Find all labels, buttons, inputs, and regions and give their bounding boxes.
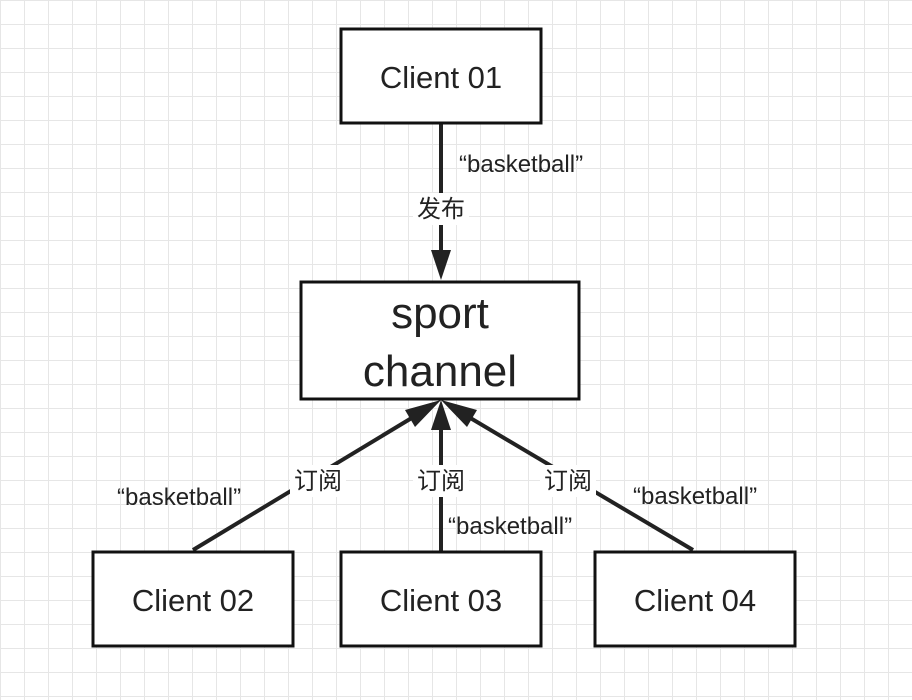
subscriber-right-label: Client 04 xyxy=(634,583,756,618)
subscribe-arrowhead-right xyxy=(441,400,477,427)
subscribe-left-message-label: “basketball” xyxy=(117,484,241,511)
subscribe-left-action-label: 订阅 xyxy=(294,468,342,495)
channel-label-line1: sport xyxy=(391,289,489,338)
subscriber-node-middle: Client 03 xyxy=(339,550,543,648)
publisher-node: Client 01 xyxy=(339,27,543,125)
publisher-label: Client 01 xyxy=(380,60,502,95)
subscribe-middle-message-label: “basketball” xyxy=(448,513,572,540)
subscriber-node-right: Client 04 xyxy=(593,550,797,648)
subscribe-right-action-label: 订阅 xyxy=(544,468,592,495)
subscriber-left-label: Client 02 xyxy=(132,583,254,618)
subscribe-arrowhead-left xyxy=(405,400,441,427)
channel-node: sport channel xyxy=(299,280,581,401)
publish-message-label: “basketball” xyxy=(459,151,583,178)
subscribe-right-message-label: “basketball” xyxy=(633,483,757,510)
subscriber-node-left: Client 02 xyxy=(91,550,295,648)
subscribe-middle-action-label: 订阅 xyxy=(417,468,465,495)
publish-arrowhead xyxy=(431,250,451,280)
publish-action-label: 发布 xyxy=(417,196,465,223)
subscriber-middle-label: Client 03 xyxy=(380,583,502,618)
subscribe-arrowhead-middle xyxy=(431,400,451,430)
channel-label-line2: channel xyxy=(363,347,517,396)
